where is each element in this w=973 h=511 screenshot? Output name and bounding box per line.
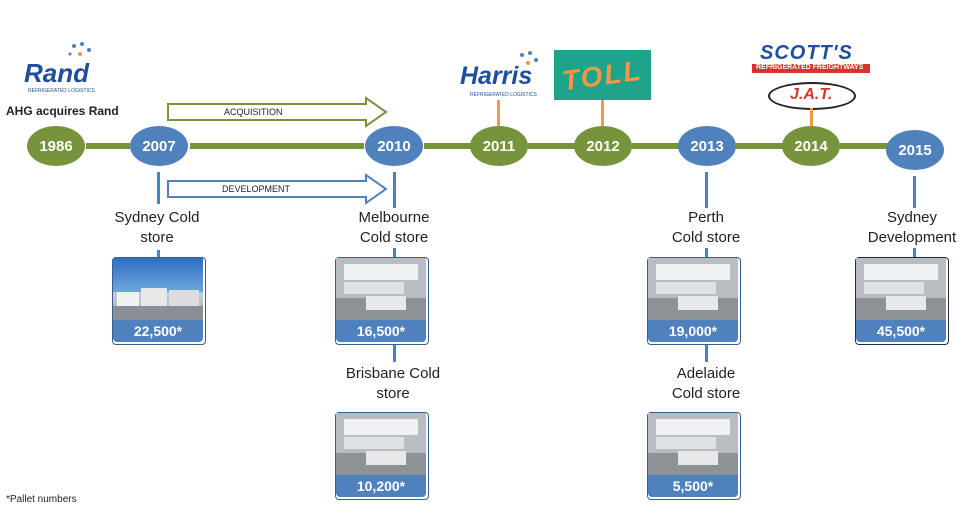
header-text: AHG acquires Rand	[6, 104, 119, 118]
rand-logo-text: Rand	[24, 58, 89, 88]
jat-logo-text: J.A.T.	[790, 86, 833, 103]
warehouse-photo-adelaide	[648, 413, 738, 475]
development-arrow	[167, 173, 388, 205]
connector-2015	[913, 176, 916, 208]
connector-brisbane	[393, 344, 396, 362]
jat-connector	[810, 108, 813, 126]
scotts-logo-text: SCOTT'S	[760, 42, 853, 64]
connector-2007	[157, 172, 160, 204]
connector-sydney-dev	[913, 248, 916, 258]
scotts-logo-subtitle: REFRIGERATED FREIGHTWAYS	[756, 64, 864, 71]
toll-connector	[601, 100, 604, 126]
timeline-segment	[86, 143, 130, 149]
facility-card-adelaide	[647, 412, 741, 500]
acquisition-label: ACQUISITION	[224, 107, 283, 117]
pallet-count-melbourne: 16,500*	[336, 320, 426, 342]
pallet-count-sydney-dev: 45,500*	[856, 320, 946, 342]
year-node-2010: 2010	[365, 126, 423, 166]
development-label: DEVELOPMENT	[222, 184, 291, 194]
facility-card-sydney-cold	[112, 257, 206, 345]
warehouse-photo-melbourne	[336, 258, 426, 320]
harris-connector	[497, 100, 500, 126]
footnote: *Pallet numbers	[6, 494, 77, 505]
year-node-2013: 2013	[678, 126, 736, 166]
facility-card-melbourne	[335, 257, 429, 345]
acquisition-arrow	[167, 96, 388, 128]
facility-card-sydney-dev	[855, 257, 949, 345]
year-node-1986: 1986	[27, 126, 85, 166]
toll-logo: TOLL	[554, 50, 651, 100]
timeline-segment	[840, 143, 890, 149]
connector-2013	[705, 172, 708, 208]
timeline-segment	[632, 143, 680, 149]
facility-card-perth	[647, 257, 741, 345]
trucks-photo	[113, 258, 203, 320]
pallet-count-brisbane: 10,200*	[336, 475, 426, 497]
timeline-segment	[190, 143, 364, 149]
timeline-segment	[736, 143, 784, 149]
harris-logo: Harris REFRIGERATED LOGISTICS	[458, 50, 540, 100]
warehouse-photo-perth	[648, 258, 738, 320]
harris-logo-text: Harris	[460, 62, 533, 90]
connector-2010	[393, 172, 396, 208]
timeline-segment	[528, 143, 576, 149]
scotts-logo: SCOTT'S REFRIGERATED FREIGHTWAYS	[752, 42, 870, 76]
jat-logo: J.A.T.	[768, 82, 856, 110]
connector-melbourne	[393, 248, 396, 258]
year-node-2007: 2007	[130, 126, 188, 166]
connector-sydney-cold	[157, 250, 160, 258]
year-node-2014: 2014	[782, 126, 840, 166]
rand-logo-subtitle: REFRIGERATED LOGISTICS	[28, 88, 95, 94]
timeline-segment	[424, 143, 472, 149]
year-node-2015: 2015	[886, 130, 944, 170]
connector-perth	[705, 248, 708, 258]
toll-logo-text: TOLL	[560, 54, 645, 97]
harris-logo-subtitle: REFRIGERATED LOGISTICS	[470, 92, 537, 98]
rand-logo: Rand REFRIGERATED LOGISTICS	[22, 40, 97, 100]
pallet-count-perth: 19,000*	[648, 320, 738, 342]
pallet-count-sydney-cold: 22,500*	[113, 320, 203, 342]
warehouse-photo-brisbane	[336, 413, 426, 475]
connector-adelaide	[705, 344, 708, 362]
pallet-count-adelaide: 5,500*	[648, 475, 738, 497]
warehouse-photo-sydney-dev	[856, 258, 946, 320]
facility-card-brisbane	[335, 412, 429, 500]
year-node-2011: 2011	[470, 126, 528, 166]
year-node-2012: 2012	[574, 126, 632, 166]
